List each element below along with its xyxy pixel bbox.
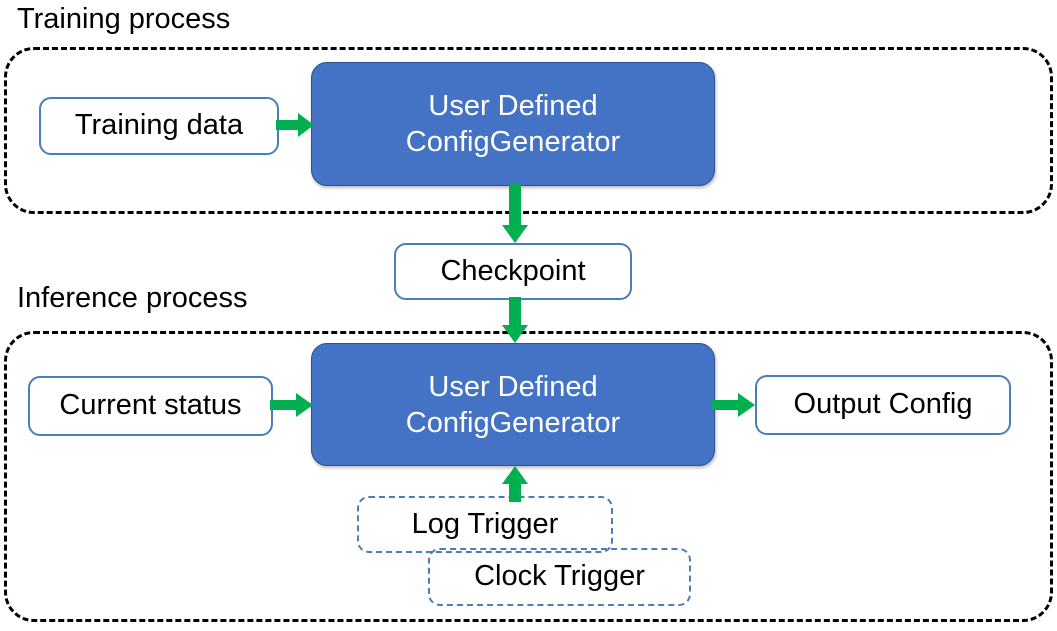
node-user-defined-config-generator-training[interactable]: User Defined ConfigGenerator xyxy=(311,62,715,186)
inference-process-group xyxy=(4,331,1053,622)
node-checkpoint[interactable]: Checkpoint xyxy=(394,243,632,300)
node-current-status[interactable]: Current status xyxy=(28,376,273,436)
training-process-title: Training process xyxy=(17,3,231,35)
node-label-line-1: User Defined xyxy=(428,90,598,122)
node-output-config[interactable]: Output Config xyxy=(755,375,1011,435)
node-training-data[interactable]: Training data xyxy=(39,97,279,155)
node-label-line-2: ConfigGenerator xyxy=(405,406,621,439)
node-clock-trigger[interactable]: Clock Trigger xyxy=(428,548,691,606)
node-label-line-1: User Defined xyxy=(428,370,598,403)
inference-process-title: Inference process xyxy=(17,282,248,314)
node-log-trigger[interactable]: Log Trigger xyxy=(357,496,613,553)
node-user-defined-config-generator-inference[interactable]: User Defined ConfigGenerator xyxy=(311,343,715,466)
node-label-line-2: ConfigGenerator xyxy=(405,126,621,158)
training-process-group xyxy=(4,47,1053,214)
